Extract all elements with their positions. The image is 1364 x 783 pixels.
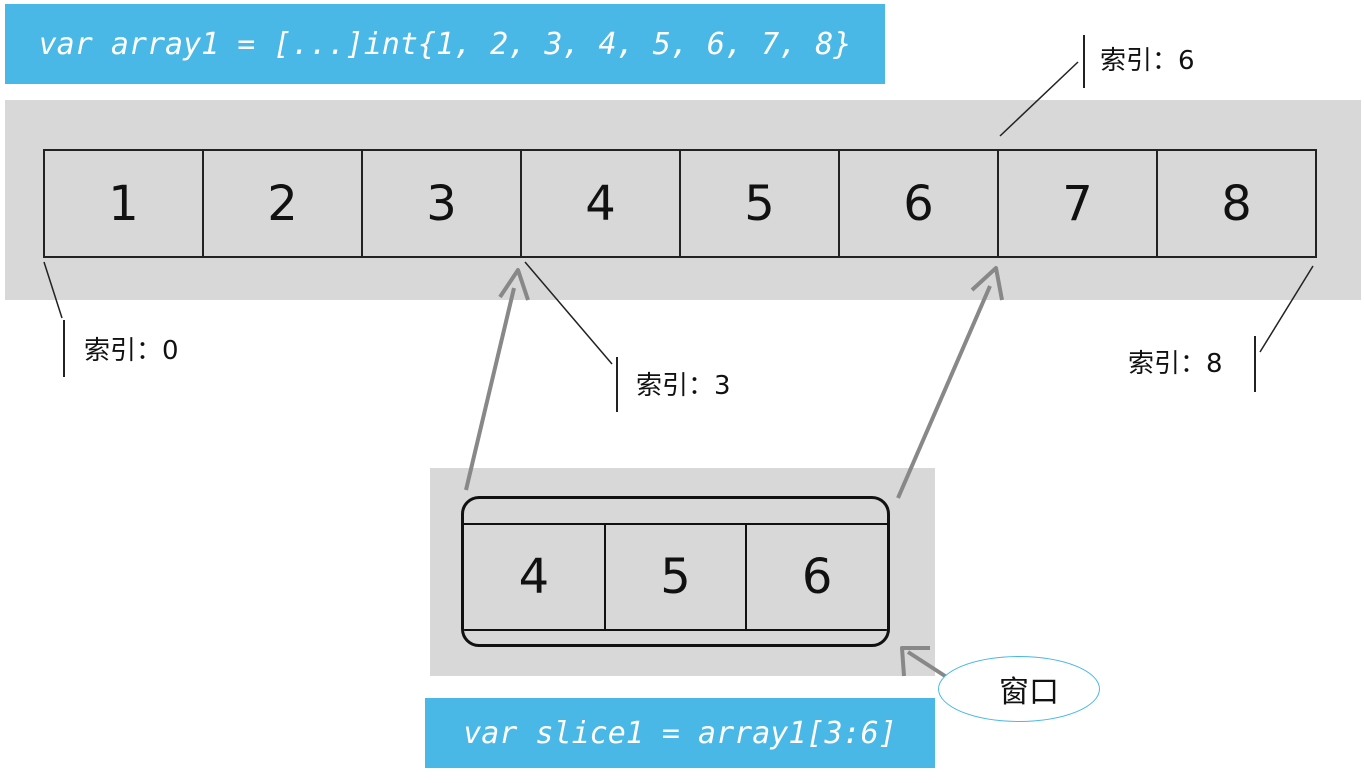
index-6-leader (999, 61, 1079, 137)
window-pointer-arrowhead (900, 646, 930, 677)
array-cell: 8 (1156, 151, 1315, 256)
slice-declaration-banner: var slice1 = array1[3:6] (425, 698, 935, 768)
index-8-label: 索引：8 (1128, 349, 1223, 379)
slice-cell: 4 (518, 549, 550, 605)
slice-end-arrowhead (970, 266, 1004, 301)
array-cell: 4 (520, 151, 679, 256)
index-3-leader (524, 261, 613, 365)
index-8-leader (1259, 265, 1314, 353)
index-0-leader (43, 261, 63, 319)
array-cell: 3 (361, 151, 520, 256)
array-cell: 6 (838, 151, 997, 256)
slice-end-arrow-line (896, 285, 992, 499)
window-label-bubble: 窗口 (938, 656, 1100, 722)
slice-row: 4 5 6 (464, 523, 887, 631)
array-cell: 5 (679, 151, 838, 256)
index-3-label: 索引：3 (636, 371, 731, 401)
array-cell: 7 (997, 151, 1156, 256)
slice-start-arrow-line (464, 287, 516, 491)
array-declaration-banner: var array1 = [...]int{1, 2, 3, 4, 5, 6, … (5, 4, 885, 84)
array-cell: 1 (108, 175, 139, 232)
index-6-label: 索引：6 (1100, 46, 1195, 76)
window-label: 窗口 (999, 675, 1059, 710)
array-row: 1 2 3 4 5 6 7 8 (43, 149, 1317, 258)
array-declaration-text: var array1 = [...]int{1, 2, 3, 4, 5, 6, … (38, 26, 852, 62)
slice-window-box: 4 5 6 (461, 496, 890, 647)
slice-cell: 5 (603, 525, 746, 629)
slice-start-arrowhead (498, 268, 530, 301)
slice-declaration-text: var slice1 = array1[3:6] (463, 715, 897, 751)
index-0-label: 索引：0 (84, 336, 179, 366)
slice-cell: 6 (745, 525, 887, 629)
array-cell: 2 (202, 151, 361, 256)
